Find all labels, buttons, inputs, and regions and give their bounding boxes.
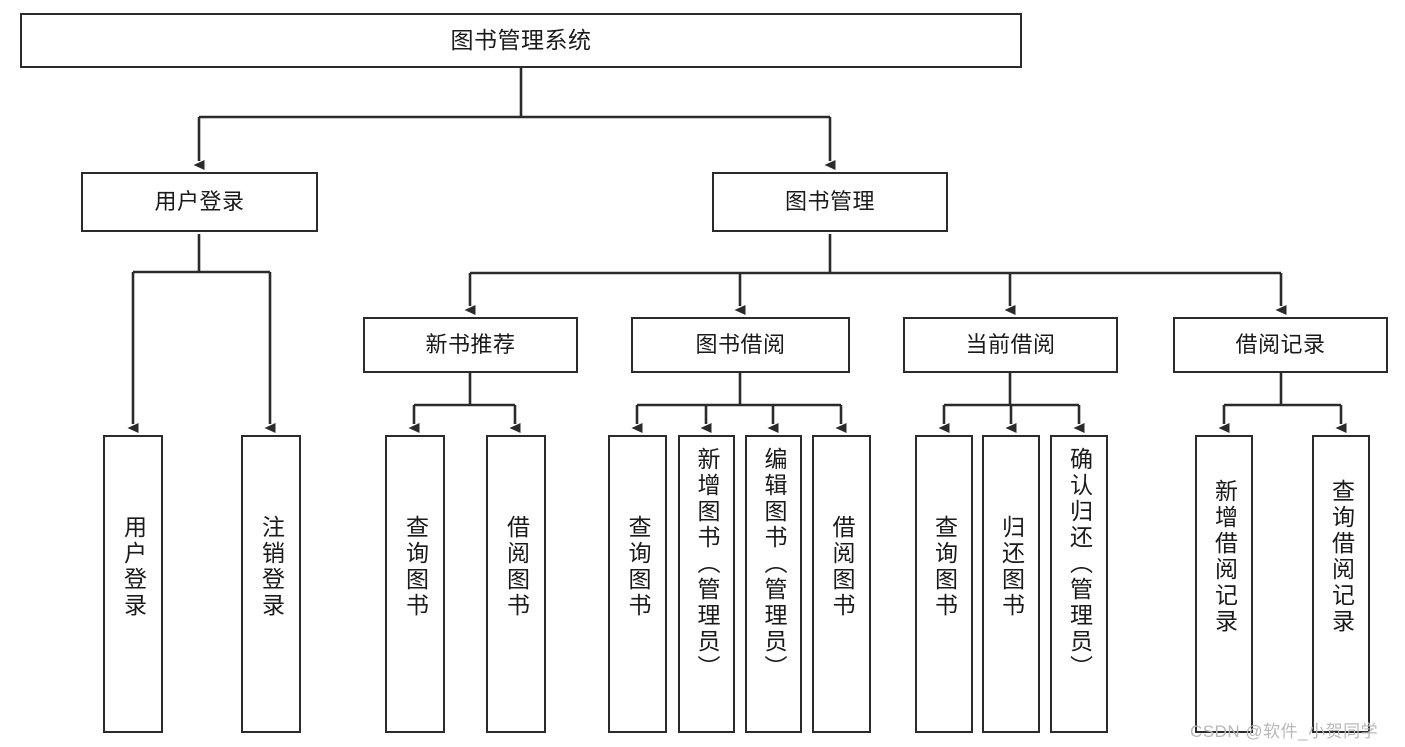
node-new-book-rec[interactable]: 新书推荐 bbox=[363, 317, 578, 373]
node-label: 图书管理 bbox=[784, 188, 875, 214]
node-label: 新增图书（管理员） bbox=[694, 447, 720, 681]
node-borrow-record[interactable]: 借阅记录 bbox=[1173, 317, 1388, 373]
node-label: 用户登录 bbox=[154, 188, 245, 214]
node-root-system[interactable]: 图书管理系统 bbox=[20, 13, 1022, 68]
watermark-text: CSDN @软件_小贺同学 bbox=[1190, 722, 1379, 741]
leaf-query-book-newrec[interactable]: 查询图书 bbox=[385, 435, 445, 733]
node-label: 新书推荐 bbox=[425, 331, 516, 357]
node-label: 查询图书 bbox=[625, 515, 651, 619]
leaf-edit-book[interactable]: 编辑图书（管理员） bbox=[745, 435, 802, 733]
node-current-borrow[interactable]: 当前借阅 bbox=[903, 317, 1118, 373]
node-label: 查询图书 bbox=[402, 515, 429, 619]
node-label: 图书管理系统 bbox=[450, 26, 592, 53]
leaf-borrow-book-newrec[interactable]: 借阅图书 bbox=[486, 435, 546, 733]
leaf-add-borrow-record[interactable]: 新增借阅记录 bbox=[1195, 435, 1253, 733]
leaf-add-book[interactable]: 新增图书（管理员） bbox=[678, 435, 735, 733]
leaf-confirm-return[interactable]: 确认归还（管理员） bbox=[1050, 435, 1108, 733]
leaf-logout-login[interactable]: 注销登录 bbox=[241, 435, 301, 733]
node-book-borrow[interactable]: 图书借阅 bbox=[631, 317, 850, 373]
node-label: 借阅图书 bbox=[503, 515, 530, 619]
node-book-manage[interactable]: 图书管理 bbox=[712, 172, 948, 232]
leaf-borrow-book-borrow[interactable]: 借阅图书 bbox=[812, 435, 871, 733]
node-label: 借阅记录 bbox=[1235, 331, 1326, 357]
node-label: 图书借阅 bbox=[695, 331, 786, 357]
leaf-return-book[interactable]: 归还图书 bbox=[982, 435, 1040, 733]
node-label: 编辑图书（管理员） bbox=[761, 447, 787, 681]
leaf-query-borrow-record[interactable]: 查询借阅记录 bbox=[1312, 435, 1370, 733]
leaf-query-book-current[interactable]: 查询图书 bbox=[915, 435, 973, 733]
node-label: 用户登录 bbox=[120, 515, 147, 619]
node-label: 注销登录 bbox=[258, 515, 285, 619]
leaf-user-login[interactable]: 用户登录 bbox=[103, 435, 163, 733]
node-label: 确认归还（管理员） bbox=[1066, 447, 1093, 681]
node-label: 当前借阅 bbox=[965, 331, 1056, 357]
node-label: 查询借阅记录 bbox=[1328, 479, 1355, 635]
node-user-login[interactable]: 用户登录 bbox=[81, 172, 318, 232]
node-label: 借阅图书 bbox=[829, 515, 855, 619]
node-label: 归还图书 bbox=[998, 515, 1025, 619]
node-label: 新增借阅记录 bbox=[1211, 479, 1238, 635]
node-label: 查询图书 bbox=[931, 515, 958, 619]
leaf-query-book-borrow[interactable]: 查询图书 bbox=[608, 435, 667, 733]
